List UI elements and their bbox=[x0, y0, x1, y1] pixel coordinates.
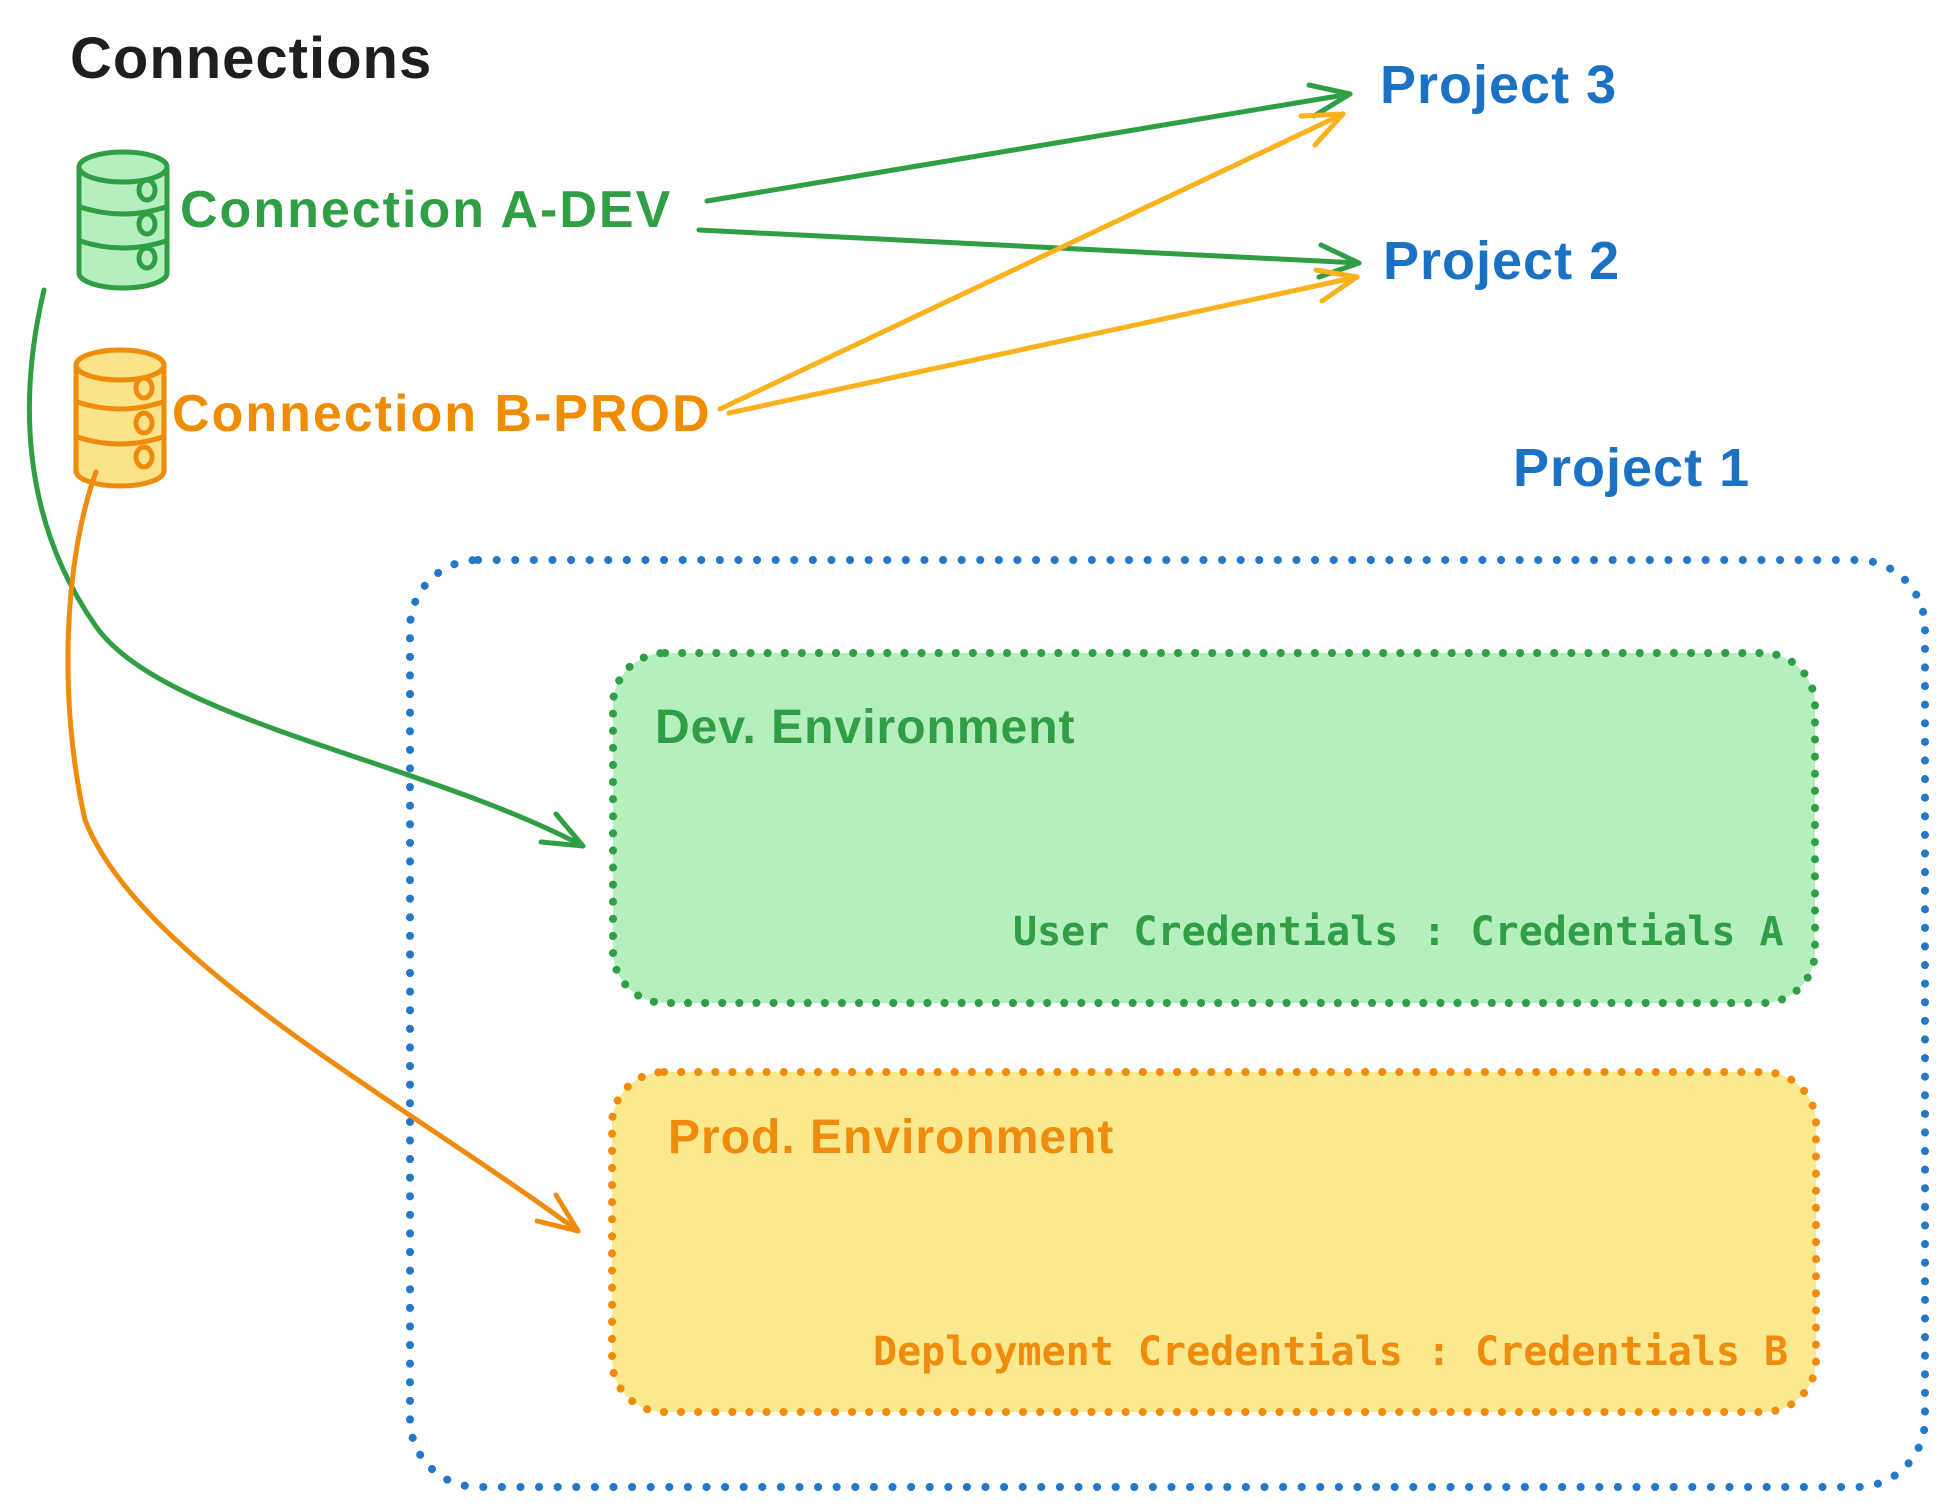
connection-a-dev-label: Connection A-DEV bbox=[180, 181, 673, 239]
dev-environment-box bbox=[609, 649, 1819, 1007]
prod-environment-credentials: Deployment Credentials : Credentials B bbox=[873, 1329, 1789, 1375]
dev-database-icon bbox=[76, 149, 170, 291]
dev-environment-credentials: User Credentials : Credentials A bbox=[1013, 909, 1784, 955]
prod-environment-title: Prod. Environment bbox=[668, 1111, 1115, 1164]
arrow-adev-to-project3 bbox=[704, 82, 1353, 204]
arrow-bprod-to-project2 bbox=[726, 267, 1360, 416]
arrow-adev-to-dev-environment bbox=[26, 287, 586, 849]
prod-environment-box bbox=[608, 1068, 1820, 1416]
prod-database-icon bbox=[73, 347, 167, 489]
project-2-label: Project 2 bbox=[1383, 231, 1621, 291]
arrow-adev-to-project2 bbox=[696, 227, 1362, 280]
project-1-label: Project 1 bbox=[1513, 438, 1751, 498]
dev-environment-title: Dev. Environment bbox=[655, 701, 1076, 754]
project-3-label: Project 3 bbox=[1380, 55, 1618, 115]
arrow-bprod-to-prod-environment bbox=[65, 469, 581, 1234]
diagram-title: Connections bbox=[70, 26, 433, 91]
arrow-bprod-to-project3 bbox=[717, 111, 1346, 412]
connection-b-prod-label: Connection B-PROD bbox=[172, 385, 712, 443]
project-1-box bbox=[406, 556, 1929, 1491]
